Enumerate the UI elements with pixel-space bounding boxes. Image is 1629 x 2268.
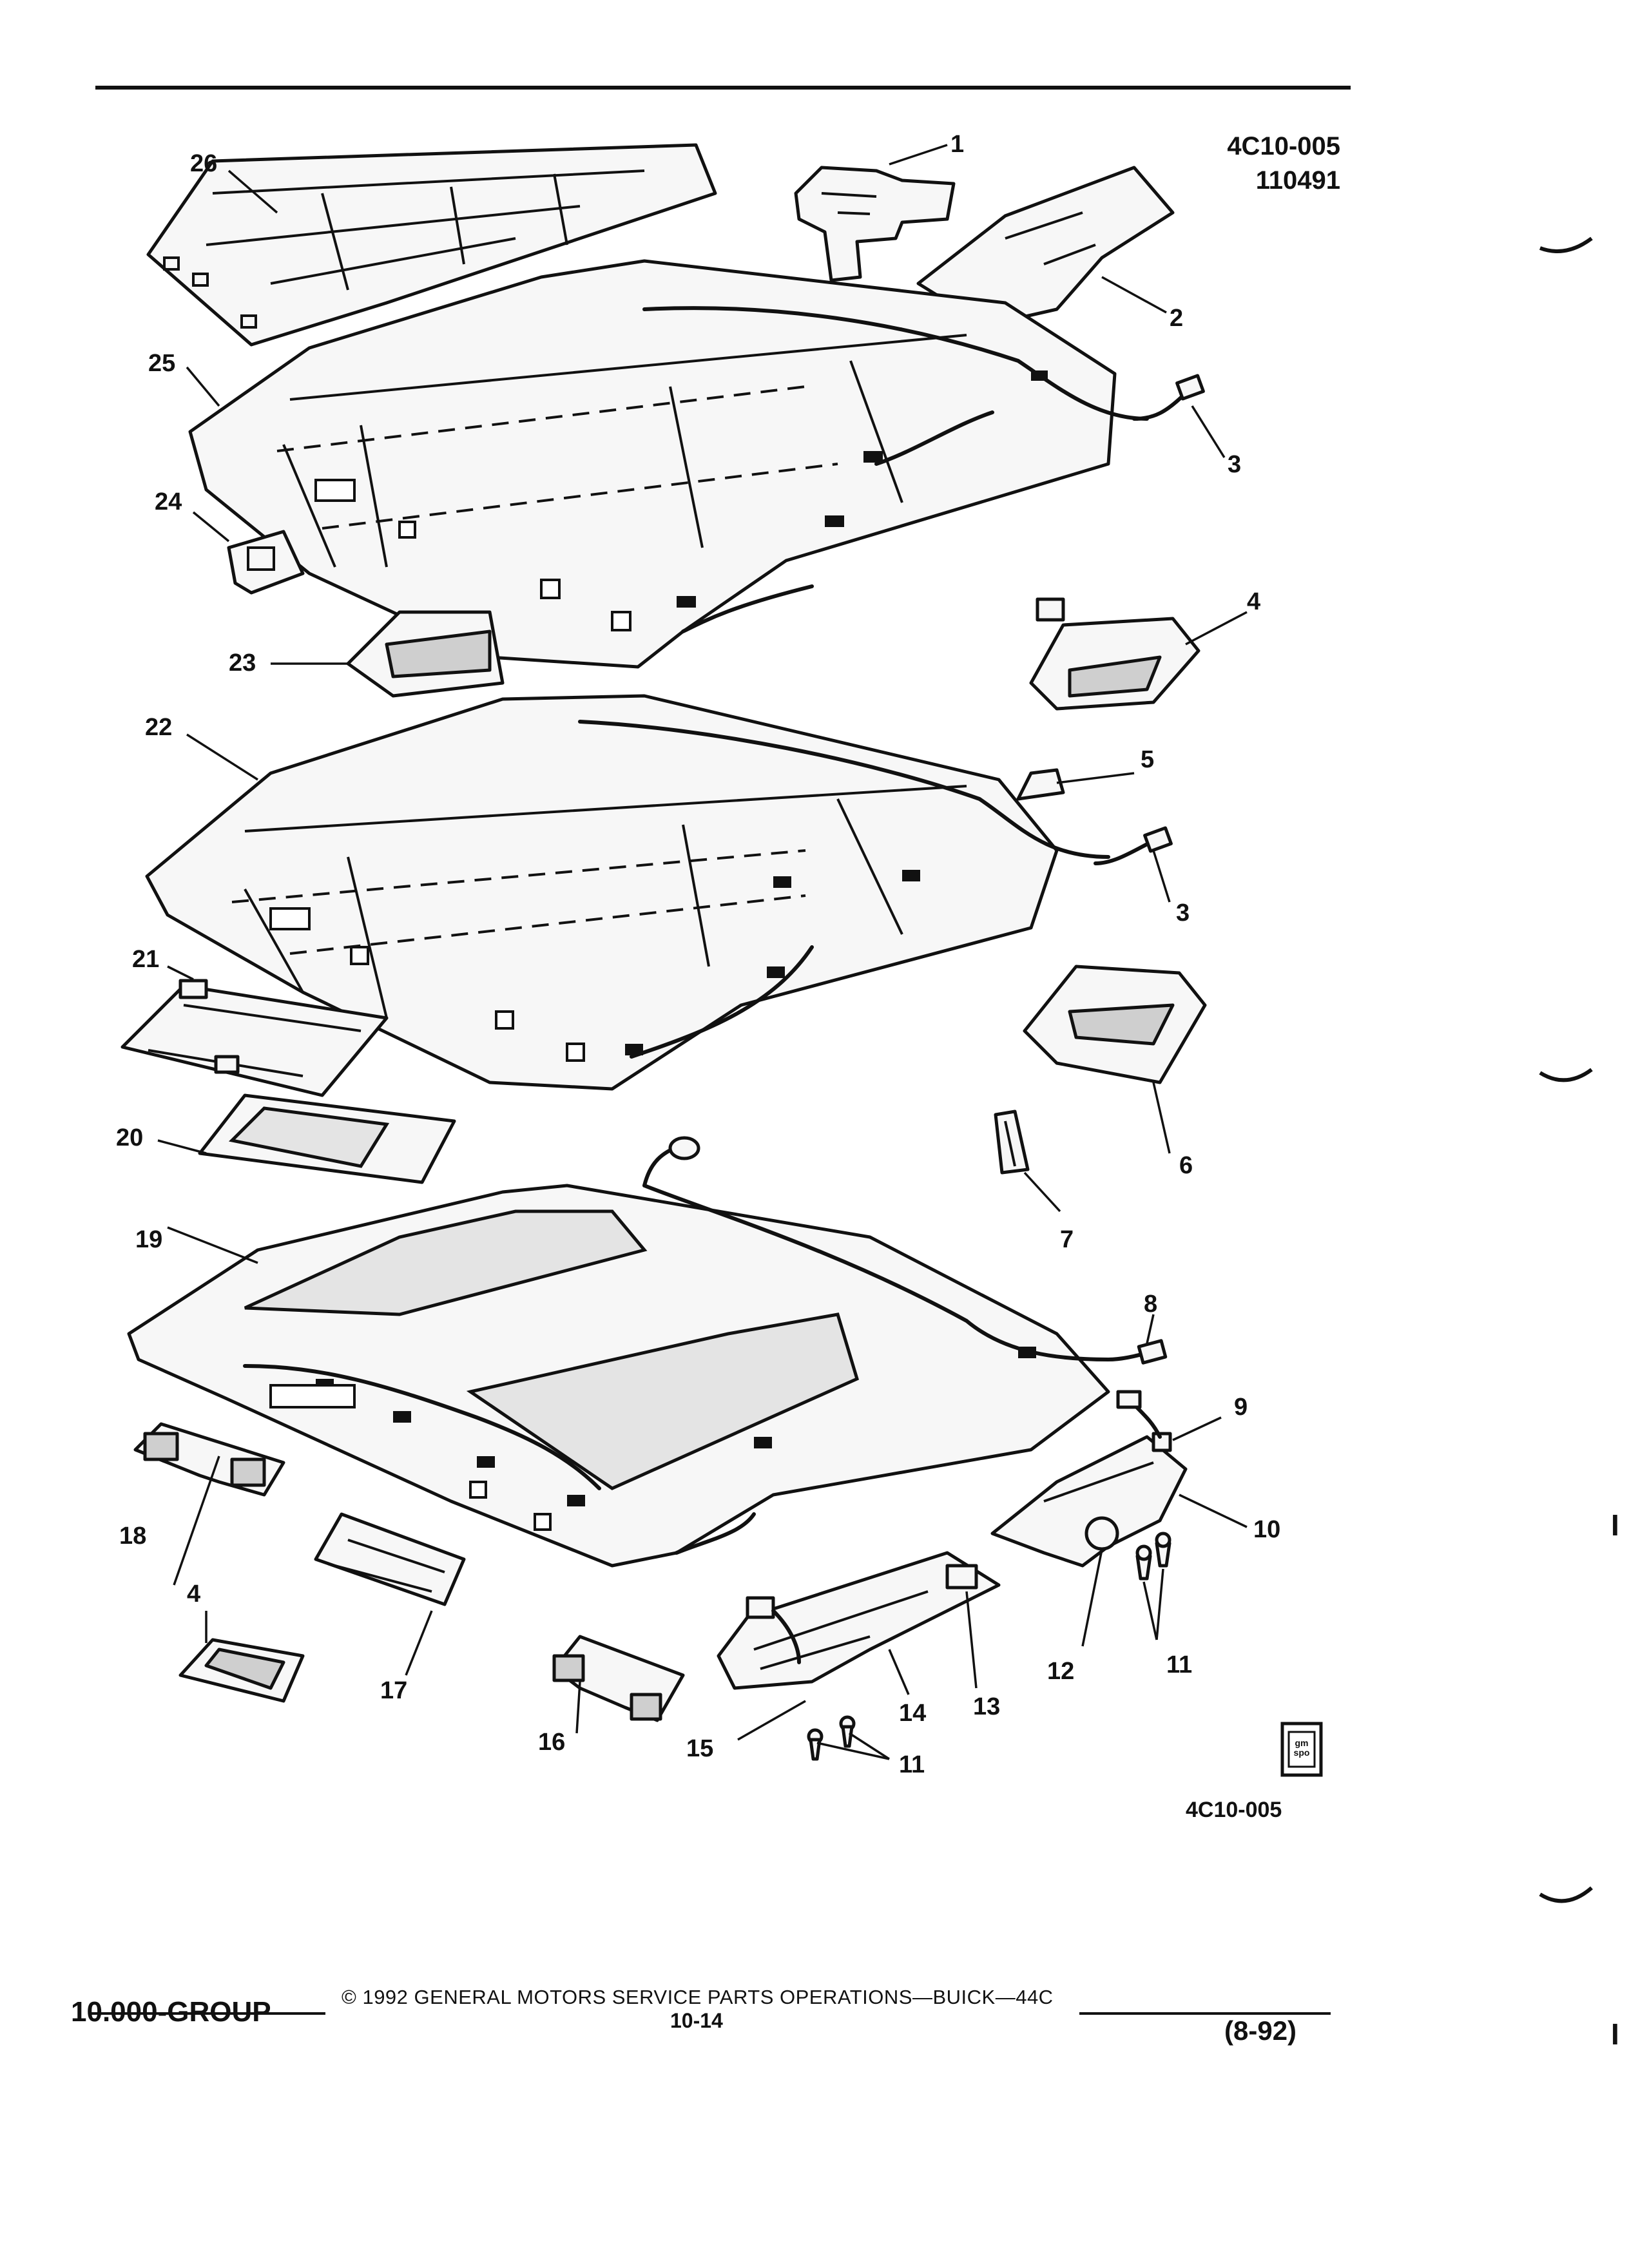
part-21-lamp (120, 979, 389, 1097)
callout-3-upper: 3 (1228, 451, 1242, 478)
part-5-clip (1016, 768, 1065, 801)
margin-mark-1: I (1611, 1508, 1619, 1542)
callout-21: 21 (132, 946, 160, 973)
leader-lines (157, 144, 1248, 1760)
callout-26: 26 (190, 150, 218, 177)
part-18-handle (133, 1422, 285, 1497)
part-1-bracket (794, 166, 956, 282)
part-11-screws-right (1135, 1532, 1171, 1581)
callout-5: 5 (1141, 746, 1155, 773)
callout-11-bottom: 11 (899, 1751, 925, 1778)
part-10-bracket (990, 1390, 1188, 1568)
gm-spo-logo (1280, 1722, 1323, 1777)
part-4-console-lower (178, 1638, 305, 1703)
callout-11-right: 11 (1166, 1651, 1193, 1678)
callout-22: 22 (145, 714, 173, 741)
part-25-headliner (188, 259, 1149, 669)
callout-17: 17 (380, 1677, 408, 1704)
callout-10: 10 (1253, 1516, 1281, 1543)
callout-7: 7 (1060, 1226, 1074, 1253)
callout-1: 1 (950, 131, 965, 158)
callout-16: 16 (538, 1729, 566, 1756)
callout-13: 13 (973, 1693, 1001, 1720)
footer-date: (8-92) (1224, 2015, 1297, 2046)
diagram-code-bottom: 4C10-005 (1186, 1798, 1282, 1822)
binding-mark-1 (1539, 236, 1593, 253)
callout-25: 25 (148, 350, 176, 377)
callout-2: 2 (1170, 305, 1184, 332)
part-20-mirror (198, 1093, 456, 1184)
binding-mark-3 (1539, 1886, 1593, 1903)
callout-23: 23 (229, 649, 256, 677)
part-19-headliner (127, 1184, 1110, 1568)
part-19-top-connector (642, 1136, 700, 1187)
callout-6: 6 (1179, 1152, 1193, 1179)
footer-page-number: 10-14 (670, 2009, 723, 2032)
footer-group: 10.000-GROUP (71, 1996, 271, 2028)
callout-19: 19 (135, 1226, 163, 1253)
part-3-connector-upper (1132, 374, 1205, 421)
part-15-sunshade (717, 1551, 1001, 1690)
callout-20: 20 (116, 1124, 144, 1151)
part-7-clip (994, 1110, 1030, 1175)
part-3-connector-middle (1094, 826, 1173, 865)
callout-9: 9 (1234, 1394, 1248, 1421)
gm-spo-logo-text: gm spo (1293, 1738, 1310, 1758)
diagram-date-code: 110491 (1255, 166, 1340, 195)
part-11-screws-bottom (807, 1715, 856, 1761)
callout-18: 18 (119, 1523, 147, 1550)
callout-15: 15 (686, 1735, 714, 1762)
part-24-dome-lamp (227, 530, 305, 595)
part-22-headliner (145, 694, 1110, 1091)
callout-4-lower: 4 (187, 1581, 201, 1608)
binding-mark-2 (1539, 1068, 1593, 1082)
callout-3-middle: 3 (1176, 899, 1190, 927)
part-23-console (346, 610, 505, 698)
callout-4-upper: 4 (1247, 588, 1261, 615)
part-16-handle (552, 1635, 685, 1722)
callout-8: 8 (1144, 1291, 1158, 1318)
callout-24: 24 (155, 488, 182, 515)
part-17-lamp (314, 1512, 466, 1606)
diagram-code-top: 4C10-005 (1227, 132, 1340, 160)
footer-copyright: © 1992 GENERAL MOTORS SERVICE PARTS OPER… (342, 1986, 1054, 2008)
part-6-console (1023, 965, 1207, 1084)
part-4-console-upper (1029, 597, 1200, 711)
callout-14: 14 (899, 1700, 927, 1727)
margin-mark-2: I (1611, 2017, 1619, 2051)
callout-12: 12 (1047, 1658, 1075, 1685)
part-26-rear-panel (146, 143, 717, 347)
part-8-connector (1106, 1339, 1168, 1365)
